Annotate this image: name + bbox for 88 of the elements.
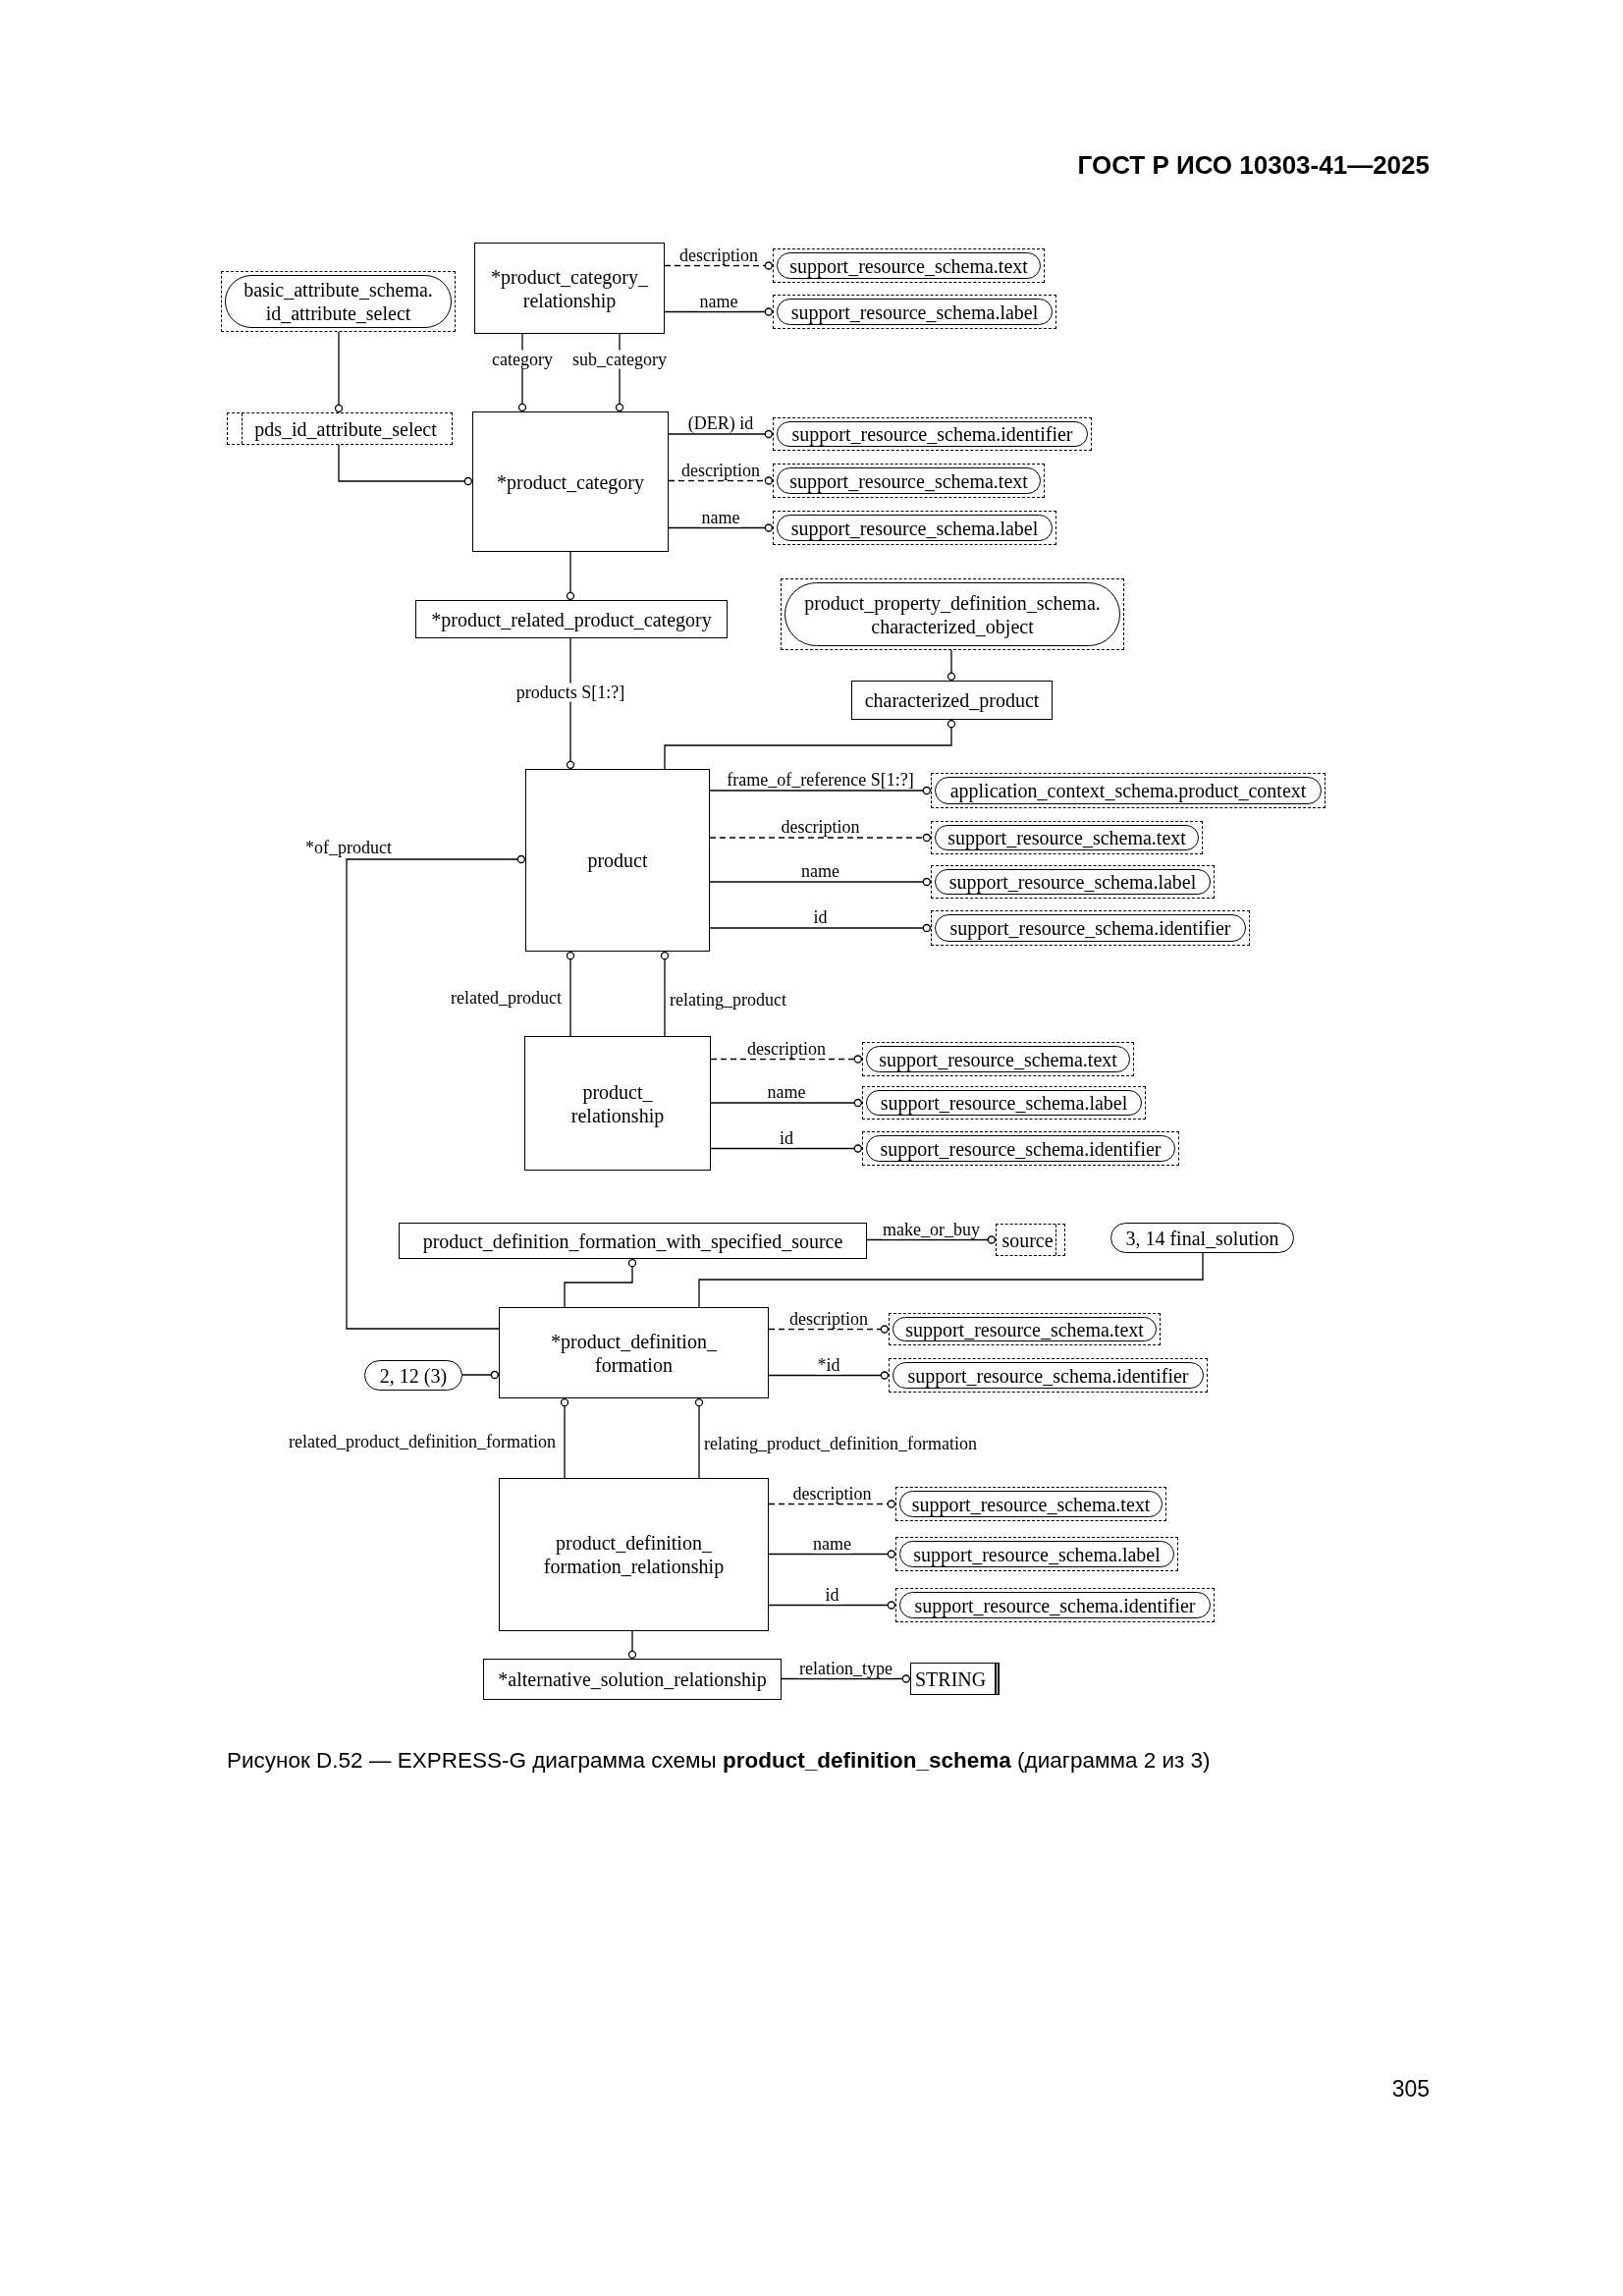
entity-box: characterized_product (851, 681, 1053, 720)
reference-box: support_resource_schema.label (895, 1537, 1178, 1571)
entity-box: product_definition_formation_with_specified_source (399, 1223, 867, 1259)
edge-label: description (745, 1039, 828, 1058)
attribute-line (781, 1674, 911, 1683)
attribute-line (338, 444, 473, 486)
attribute-line (694, 1397, 704, 1479)
page-header: ГОСТ Р ИСО 10303-41—2025 (1077, 149, 1430, 181)
reference-box: support_resource_schema.label (931, 865, 1215, 899)
attribute-line (668, 429, 774, 439)
attribute-line (768, 1371, 890, 1380)
attribute-line (709, 923, 932, 933)
entity-box: *alternative_solution_relationship (483, 1659, 782, 1700)
edge-label: category (490, 350, 555, 369)
attribute-line (710, 1098, 863, 1108)
reference-box: support_resource_schema.text (862, 1042, 1134, 1076)
attribute-line (564, 1258, 637, 1308)
edge-label: description (679, 461, 762, 479)
attribute-line (461, 1370, 500, 1380)
edge-label: relating_product_definition_formation (702, 1434, 979, 1453)
edge-label: id (778, 1128, 795, 1147)
edge-label: relation_type (797, 1659, 894, 1677)
attribute-line (566, 551, 575, 601)
reference-box: basic_attribute_schema. id_attribute_select (221, 271, 456, 332)
simple-type-box: STRING (910, 1663, 1000, 1695)
entity-box: product (525, 769, 710, 952)
attribute-line (710, 1055, 863, 1064)
attribute-line (566, 951, 575, 1037)
attribute-line (709, 833, 932, 843)
attribute-line (664, 719, 956, 770)
attribute-line (709, 877, 932, 887)
reference-box: support_resource_schema.text (889, 1313, 1161, 1345)
reference-box: support_resource_schema.label (773, 295, 1056, 329)
attribute-line (866, 1235, 997, 1244)
reference-box: support_resource_schema.label (862, 1086, 1146, 1120)
attribute-line (334, 331, 344, 413)
attribute-line (560, 1397, 569, 1479)
select-type-box: pds_id_attribute_select (227, 412, 453, 445)
attribute-line (668, 476, 774, 485)
edge-label: description (779, 817, 862, 837)
edge-label: sub_category (570, 350, 669, 369)
attribute-line (698, 1252, 1204, 1308)
reference-box: application_context_schema.product_context (931, 773, 1325, 808)
attribute-line (346, 854, 526, 1330)
edge-label: description (677, 246, 760, 264)
entity-box: product_ relationship (524, 1036, 711, 1171)
edge-label: description (790, 1484, 874, 1503)
reference-box: support_resource_schema.text (931, 821, 1203, 854)
attribute-line (627, 1630, 637, 1660)
edge-label: related_product (449, 988, 564, 1008)
attribute-line (768, 1601, 896, 1610)
attribute-line (664, 261, 774, 270)
reference-box: support_resource_schema.identifier (862, 1131, 1179, 1166)
reference-box: support_resource_schema.text (773, 464, 1045, 498)
reference-box: support_resource_schema.identifier (889, 1358, 1208, 1393)
edge-label: (DER) id (685, 413, 756, 433)
reference-box: support_resource_schema.text (773, 248, 1045, 283)
reference-box: product_property_definition_schema. characterized_object (781, 578, 1124, 650)
edge-label: id (823, 1585, 841, 1604)
edge-label: frame_of_reference S[1:?] (725, 770, 916, 790)
entity-box: *product_definition_ formation (499, 1307, 769, 1398)
edge-label: *of_product (303, 838, 394, 857)
reference-box: support_resource_schema.identifier (931, 910, 1250, 946)
attribute-line (709, 786, 932, 795)
figure-caption: Рисунок D.52 — EXPRESS-G диаграмма схемы product_definition_schema (диаграмма 2 из 3) (227, 1748, 1211, 1774)
reference-box: support_resource_schema.identifier (895, 1588, 1215, 1622)
entity-box: *product_related_product_category (415, 600, 728, 638)
edge-label: related_product_definition_formation (287, 1432, 558, 1451)
reference-box: support_resource_schema.identifier (773, 417, 1092, 451)
attribute-line (768, 1550, 896, 1558)
attribute-line (668, 523, 774, 532)
entity-box: product_definition_ formation_relationship (499, 1478, 769, 1631)
attribute-line (768, 1500, 896, 1508)
attribute-line (664, 307, 774, 316)
attribute-line (660, 951, 670, 1037)
edge-label: description (787, 1309, 870, 1328)
entity-box: *product_category (472, 411, 669, 552)
edge-label: make_or_buy (881, 1220, 982, 1238)
defined-type-box: source (996, 1224, 1065, 1256)
reference-box: support_resource_schema.label (773, 511, 1056, 545)
reference-box: support_resource_schema.text (895, 1487, 1166, 1521)
entity-box: *product_category_ relationship (474, 243, 665, 334)
attribute-line (947, 649, 956, 682)
attribute-line (768, 1325, 890, 1334)
edge-label: *id (815, 1355, 842, 1374)
page-number: 305 (1391, 2075, 1430, 2103)
edge-label: relating_product (668, 990, 788, 1010)
attribute-line (710, 1144, 863, 1153)
